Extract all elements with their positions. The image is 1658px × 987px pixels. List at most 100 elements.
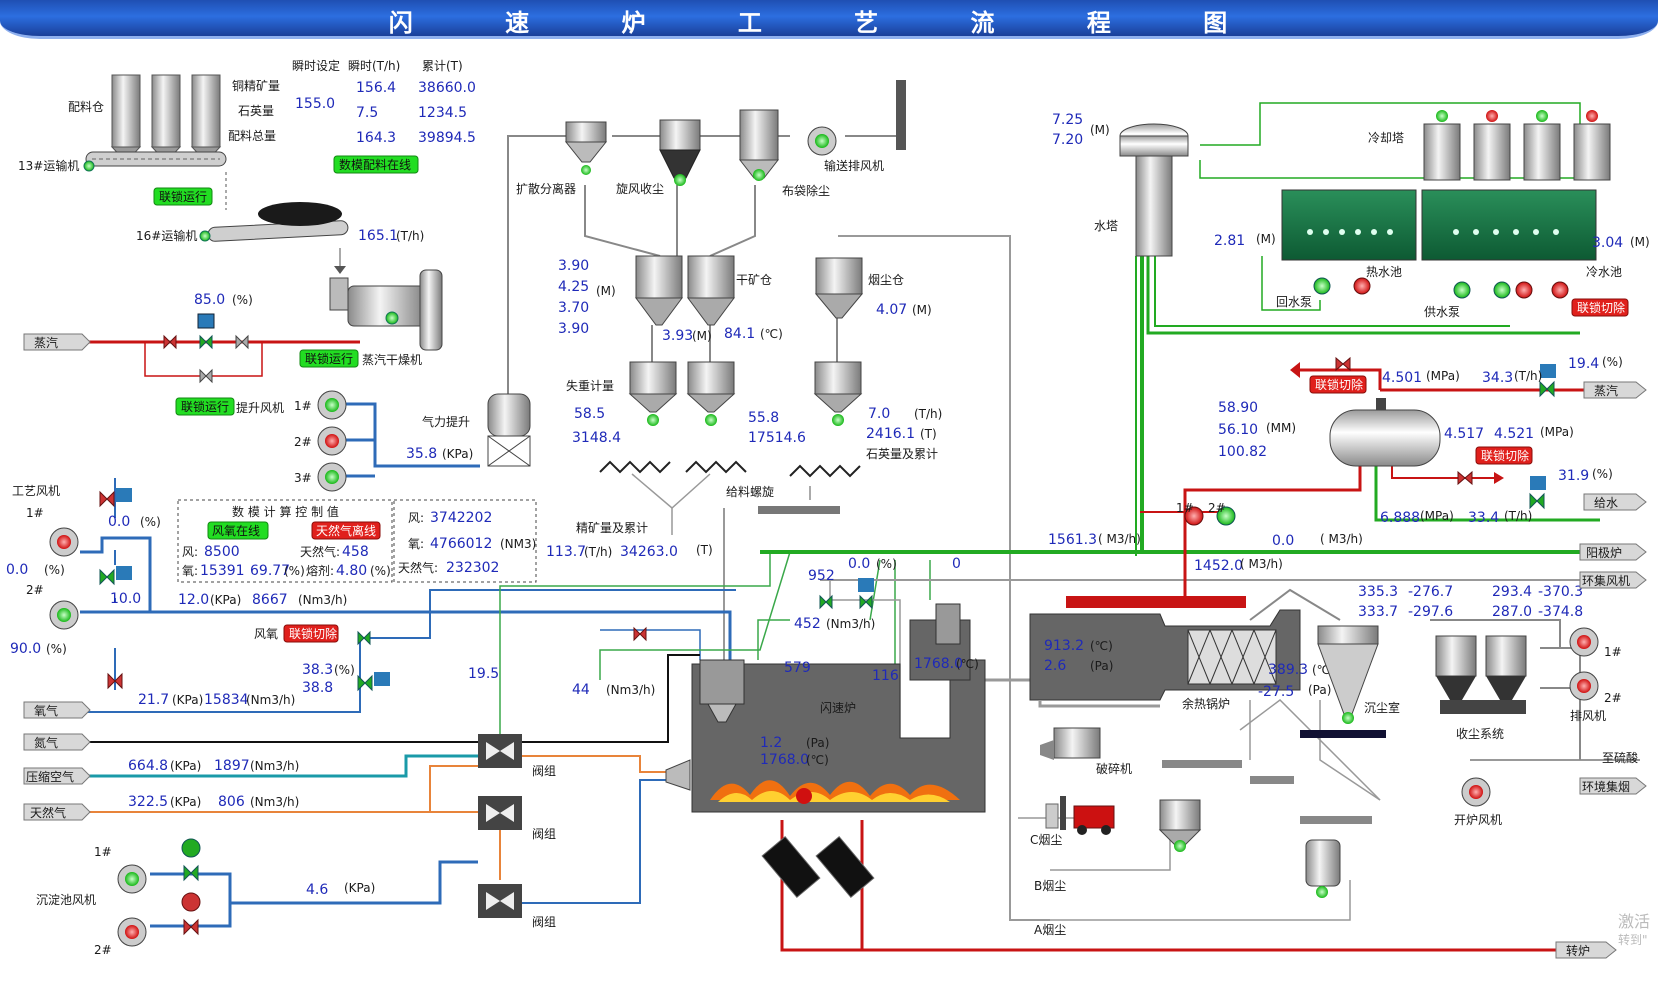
transport-exhaust-fan[interactable] [808,80,906,155]
ctrl-gas-label: 天然气: [300,544,340,559]
drum-pump-1: 1# [1176,501,1194,515]
conveyor16-label: 16#运输机 [136,228,197,243]
gas-label: 天然气 [30,805,66,820]
conveyor-13 [84,152,226,171]
c-dust-label: C烟尘 [1030,833,1062,847]
conveyor16-unit: (T/h) [396,229,424,243]
water-pumps[interactable] [1314,278,1568,298]
ds-v4: -370.3 [1538,584,1583,600]
furnace-temp: 1768.0 [760,752,809,768]
conc-total-unit: (T) [696,543,713,557]
a-dust-label: A烟尘 [1034,923,1066,937]
conc-rate: 113.7 [546,544,586,560]
tower-level-unit: (M) [1090,123,1110,137]
activation-watermark: 激活 转到" [1618,912,1650,950]
ctrl-flux-label: 熔剂: [306,563,334,578]
bag-filter [740,110,778,181]
steam-valves[interactable] [164,314,248,382]
dry-ore-bins [636,256,734,325]
oxy-flow: 15834 [204,692,249,708]
to-acid-label: 至硫酸 [1602,750,1638,765]
pf1-unit: (%) [44,563,65,577]
drum-p4-unit: (MPa) [1420,509,1454,523]
feed-header-total: 累计(T) [422,59,463,73]
bag-label: 布袋除尘 [782,183,830,198]
dry-level-3: 3.90 [558,321,589,337]
dry-temp: 84.1 [724,326,755,342]
drum-f1: 34.3 [1482,370,1513,386]
gas-pressure-unit: (KPa) [170,795,201,809]
steam-valve-unit: (%) [232,293,253,307]
tot-unit: (NM3) [500,537,536,551]
process-fan-1: 1# [26,506,44,520]
dry-bin-label: 干矿仓 [736,273,772,287]
drum-v1: 19.4 [1568,356,1599,372]
feed-row-0-name: 铜精矿量 [232,78,280,93]
feed-row-0-total: 38660.0 [418,80,476,96]
water-tower-label: 水塔 [1094,219,1118,233]
fan-interlock-label: 联锁运行 [181,399,229,414]
pv1-unit: (%) [140,515,161,529]
oxy-pressure: 21.7 [138,692,169,708]
main-pressure: 12.0 [178,592,209,608]
weigh-mid-total: 17514.6 [748,430,806,446]
boiler-label: 余热锅炉 [1182,696,1230,711]
drum-p2: 4.517 [1444,426,1484,442]
boiler-temp: 913.2 [1044,638,1084,654]
dry-level-2: 3.70 [558,300,589,316]
feed-row-2-total: 39894.5 [418,130,476,146]
flow-zero: 0.0 [1272,533,1294,549]
pneumatic-lift [488,394,530,466]
lift-fans[interactable] [318,391,346,491]
settle-pond-fans[interactable] [118,839,200,946]
boiler-out-pressure-unit: (Pa) [1308,683,1331,697]
drum-v2: 31.9 [1558,468,1589,484]
furnace-952: 952 [808,568,835,584]
val-44: 44 [572,682,590,698]
diffuser-separator [566,122,606,175]
lift-pressure-unit: (KPa) [442,447,473,461]
flow-top: 1561.3 [1048,532,1097,548]
oxygen-alarm-prefix: 风氧 [254,627,278,641]
dust-bin-label: 烟尘仓 [868,273,904,287]
feed-row-1-rate: 7.5 [356,105,378,121]
pf2-unit: (%) [46,642,67,656]
flow-top-unit: ( M3/h) [1098,532,1141,546]
boiler-temp-unit: (℃) [1090,639,1113,653]
feed-online-label: 数模配料在线 [339,157,411,172]
control-title: 数 模 计 算 控 制 值 [232,504,339,519]
lift-fan-label: 提升风机 [236,400,284,415]
oxy-valve-unit: (%) [334,663,355,677]
converter-label: 转炉 [1566,943,1590,958]
flow-zero-unit: ( M3/h) [1320,532,1363,546]
lift-label: 气力提升 [422,414,470,429]
oxygen-alarm-label: 联锁切除 [289,626,337,641]
drum-alarm-1-label: 联锁切除 [1315,377,1363,392]
feed-set-value[interactable]: 155.0 [295,96,335,112]
valve-groups[interactable] [478,734,522,918]
oxy-valve-a: 38.3 [302,662,333,678]
supply-pump-label: 供水泵 [1424,305,1460,319]
main-flow: 8667 [252,592,288,608]
conveyor-16 [200,202,348,242]
air-online-label: 风氧在线 [212,524,260,538]
val-579: 579 [784,660,811,676]
process-air-fans[interactable] [50,488,132,629]
ds-v1: 335.3 [1358,584,1398,600]
weigh-label: 失重计量 [566,378,614,393]
quartz-label: 石英量及累计 [866,447,938,461]
valve-group-1-label: 阀组 [532,764,556,778]
air-pressure-unit: (KPa) [170,759,201,773]
exhaust-label: 排风机 [1570,709,1606,723]
ds-v5: 333.7 [1358,604,1398,620]
exhaust-fan-2: 2# [1604,691,1622,705]
return-pump-label: 回水泵 [1276,295,1312,309]
drum-pump-2: 2# [1208,501,1226,515]
oxy-pressure-unit: (KPa) [172,693,203,707]
furnace-pct-unit: (%) [876,557,897,571]
dry-level-unit: (M) [596,284,616,298]
cold-pool-label: 冷水池 [1586,265,1622,279]
diffuser-label: 扩散分离器 [516,181,576,196]
